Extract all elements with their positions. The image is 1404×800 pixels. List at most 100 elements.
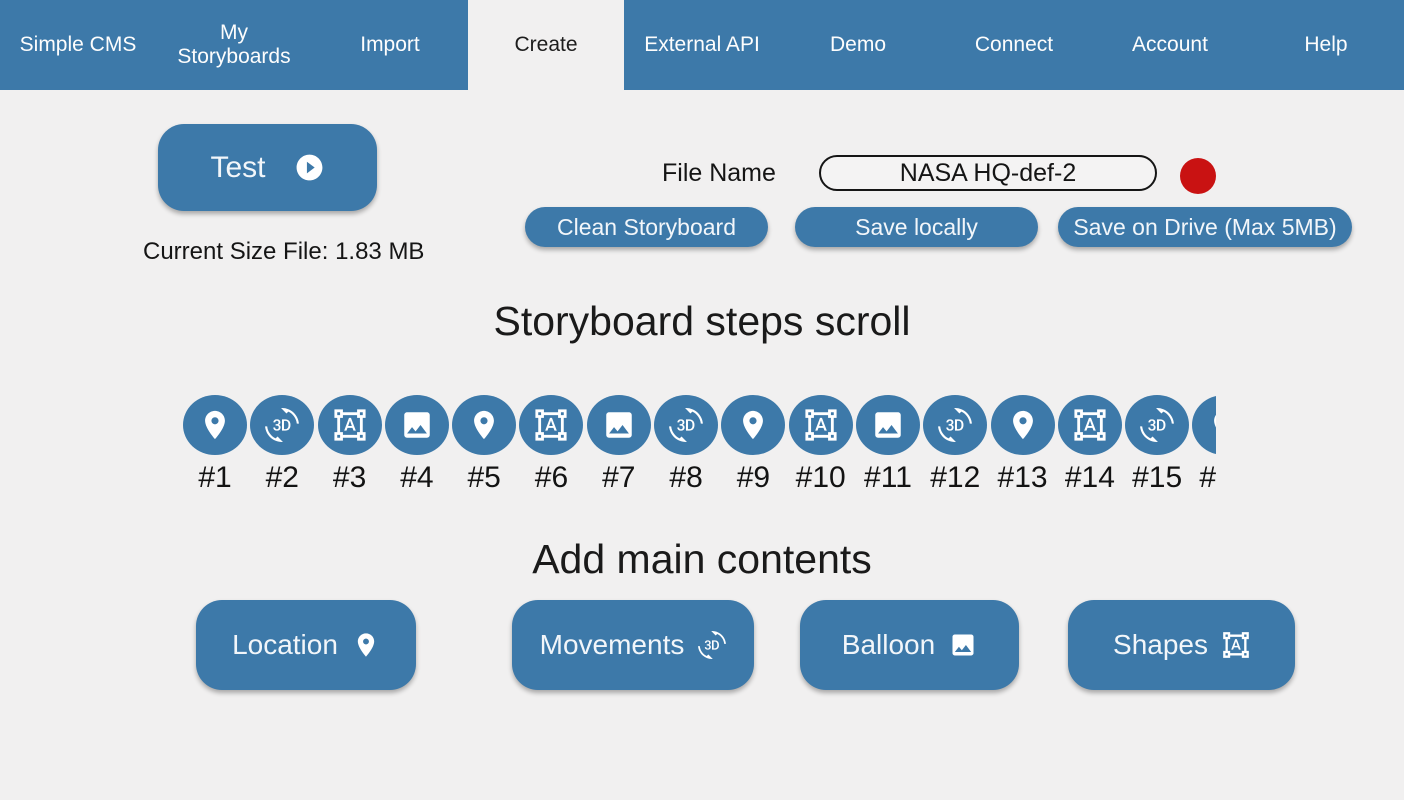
step-button-8[interactable] [654,395,719,455]
location-icon [1006,408,1040,442]
step-label: #13 [997,461,1048,494]
nav-item-label: Help [1304,33,1348,56]
step-item: #4 [384,395,449,495]
step-button-14[interactable] [1057,395,1122,455]
format-shapes-icon [534,408,568,442]
step-button-6[interactable] [519,395,584,455]
3d-rotation-icon [938,408,973,442]
nav-item-account[interactable]: Account [1092,0,1248,90]
step-item: #5 [452,395,517,495]
nav-item-label: Create [514,33,578,56]
clean-storyboard-button[interactable]: Clean Storyboard [525,207,768,247]
content-button-label: Balloon [841,629,936,660]
format-shapes-icon [333,408,367,442]
step-button-2[interactable] [250,395,315,455]
steps-title: Storyboard steps scroll [493,298,911,344]
step-item: #7 [586,395,651,495]
step-item: #1 [183,395,247,495]
steps-row[interactable]: #1 #2 #3 #4 #5 #6 #7 #8 #9 #10 #11 #12 #13 #14 #15 #16 [183,395,1216,495]
add-shapes-button[interactable]: Shapes [1068,600,1295,690]
step-label: #12 [930,461,981,494]
save-on-drive-button[interactable]: Save on Drive (Max 5MB) [1058,207,1352,247]
add-movements-button[interactable]: Movements [512,600,754,690]
step-item: #12 [923,395,988,495]
step-item: #13 [990,395,1055,495]
location-icon [198,408,232,442]
step-label: #14 [1064,461,1115,494]
step-item: #2 [250,395,315,495]
image-icon [949,631,977,659]
tab-create[interactable]: Create [468,0,624,90]
step-item: #14 [1057,395,1122,495]
3d-rotation-icon [265,408,300,442]
step-item: #15 [1125,395,1190,495]
nav-item-label: Account [1132,33,1208,56]
image-icon [871,408,905,442]
step-label: #8 [669,461,703,494]
save-locally-button[interactable]: Save locally [795,207,1038,247]
step-label: #11 [864,461,912,494]
current-size-label: Current Size File: [143,238,336,265]
step-button-4[interactable] [384,395,449,455]
step-item: #6 [519,395,584,495]
test-button[interactable]: Test [158,124,377,211]
nav-item-external-api[interactable]: External API [624,0,780,90]
nav-item-label: My Storyboards [177,21,291,68]
current-size-value: 1.83 MB [335,238,425,265]
step-item: #11 [855,395,920,495]
nav-item-simple-cms[interactable]: Simple CMS [0,0,156,90]
nav-item-label: Import [360,33,420,56]
content-button-label: Movements [539,629,685,660]
file-name-input[interactable] [819,155,1157,191]
step-button-12[interactable] [923,395,988,455]
file-name-label: File Name [662,159,776,187]
step-button-15[interactable] [1125,395,1190,455]
step-label: #2 [265,461,299,494]
current-size-file: Current Size File: 1.83 MB [143,238,443,266]
step-label: #6 [534,461,569,494]
step-label: #16 [1199,461,1216,494]
contents-title: Add main contents [532,536,872,582]
3d-rotation-icon [698,631,727,659]
step-button-16[interactable] [1192,395,1216,455]
step-item: #10 [788,395,853,495]
add-balloon-button[interactable]: Balloon [800,600,1019,690]
content-button-label: Location [232,629,338,660]
step-item: #9 [721,395,786,495]
step-button-13[interactable] [990,395,1055,455]
format-shapes-icon [804,408,838,442]
location-icon [352,631,380,659]
play-icon [294,152,325,183]
step-item: #3 [317,395,382,495]
step-button-3[interactable] [317,395,382,455]
nav-item-import[interactable]: Import [312,0,468,90]
step-item: #8 [654,395,719,495]
step-label: #4 [400,461,434,494]
nav-item-help[interactable]: Help [1248,0,1404,90]
location-icon [467,408,501,442]
record-indicator [1180,158,1216,194]
step-button-5[interactable] [452,395,517,455]
nav-item-demo[interactable]: Demo [780,0,936,90]
step-button-11[interactable] [855,395,920,455]
format-shapes-icon [1222,631,1250,659]
nav-item-label: Connect [974,33,1054,56]
location-icon [1207,408,1216,442]
format-shapes-icon [1073,408,1107,442]
step-label: #1 [198,461,232,494]
nav-bar: Simple CMS My Storyboards Import Create Exte… [0,0,1404,90]
step-button-1[interactable] [183,395,247,455]
location-icon [736,408,770,442]
image-icon [400,408,434,442]
step-button-7[interactable] [586,395,651,455]
add-location-button[interactable]: Location [196,600,416,690]
step-label: #7 [602,461,636,494]
step-label: #10 [795,461,846,494]
step-button-9[interactable] [721,395,786,455]
test-button-label: Test [210,150,266,184]
image-icon [602,408,636,442]
nav-item-my-storyboards[interactable]: My Storyboards [156,0,312,90]
step-label: #15 [1132,461,1183,494]
nav-item-connect[interactable]: Connect [936,0,1092,90]
step-button-10[interactable] [788,395,853,455]
